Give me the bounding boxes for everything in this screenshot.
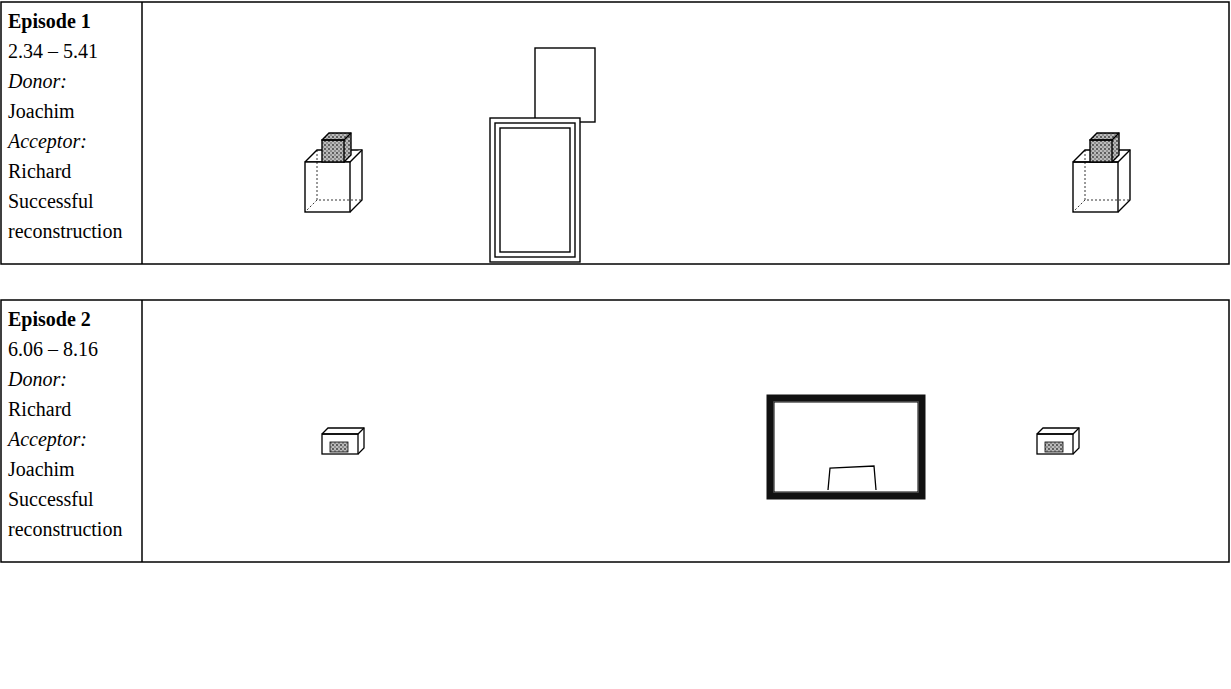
episode-title: Episode 1 [8,6,135,36]
episode-title: Episode 2 [8,304,135,334]
episode-cell: Episode 26.06 – 8.16Donor:RichardAccepto… [2,301,141,547]
cube-left [305,133,362,212]
person-name: Joachim [8,454,135,484]
role-label: Acceptor: [8,126,135,156]
role-label: Donor: [8,364,135,394]
episode-cell: Episode 12.34 – 5.41Donor:JoachimAccepto… [2,3,141,249]
time-range: 6.06 – 8.16 [8,334,135,364]
panel-frame [1,2,1229,562]
time-range: 2.34 – 5.41 [8,36,135,66]
box-right [1037,428,1079,454]
role-label: Donor: [8,66,135,96]
cube-right [1073,133,1130,212]
person-name: Richard [8,394,135,424]
frame-dark [770,398,922,496]
box-left [322,428,364,454]
person-name: Joachim [8,96,135,126]
outcome-note: Successful reconstruction [8,484,135,544]
outcome-note: Successful reconstruction [8,186,135,246]
frame-picture [490,48,595,262]
person-name: Richard [8,156,135,186]
role-label: Acceptor: [8,424,135,454]
